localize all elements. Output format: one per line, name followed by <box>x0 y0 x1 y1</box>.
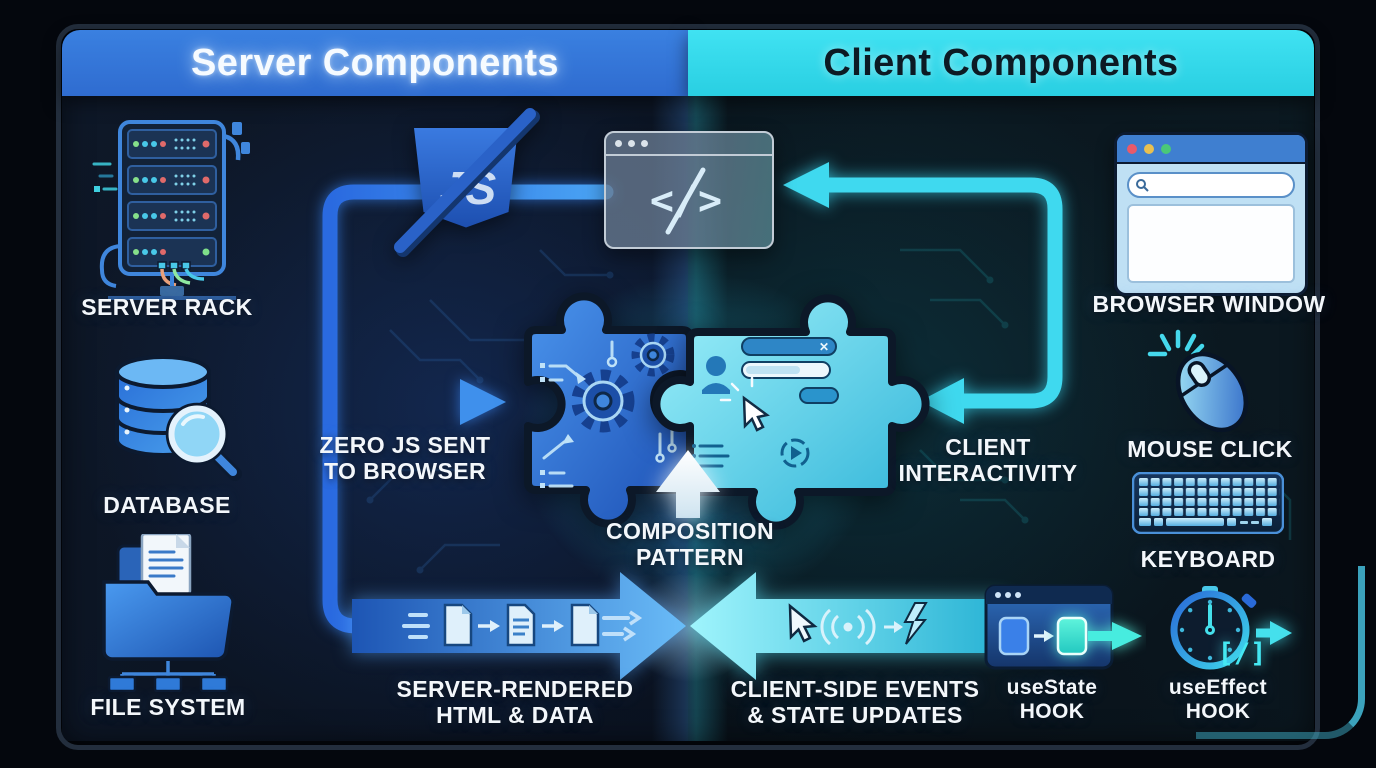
outer-frame <box>56 24 1320 750</box>
browser-search-bar <box>1127 172 1295 198</box>
server-rack-label: SERVER RACK <box>81 294 253 320</box>
useeffect-icon: [/] <box>1170 586 1292 670</box>
client-events-label: CLIENT-SIDE EVENTS & STATE UPDATES <box>730 676 980 728</box>
client-header-title: Client Components <box>823 41 1179 84</box>
mouse-click-label: MOUSE CLICK <box>1127 436 1293 462</box>
search-icon <box>1136 179 1149 192</box>
useeffect-hook-label: useEffect HOOK <box>1169 676 1267 724</box>
window-dot-yellow <box>1144 143 1154 154</box>
server-header: Server Components <box>62 30 688 96</box>
window-dot-green <box>1161 143 1171 154</box>
server-rack-icon <box>92 120 250 300</box>
mouse-click-icon <box>1147 329 1249 433</box>
database-icon <box>115 355 242 481</box>
usestate-name: useState <box>1006 676 1098 699</box>
code-window-titlebar <box>606 133 772 156</box>
useeffect-suffix: HOOK <box>1185 700 1251 723</box>
browser-titlebar <box>1117 135 1305 164</box>
usestate-icon <box>984 584 1142 670</box>
usestate-suffix: HOOK <box>1019 700 1085 723</box>
corner-accent-line <box>1196 566 1365 739</box>
database-label: DATABASE <box>103 492 231 518</box>
browser-window-label: BROWSER WINDOW <box>1092 291 1326 317</box>
effect-brackets-glyph: [/] <box>1218 638 1267 669</box>
window-dot <box>615 140 622 147</box>
usestate-hook-label: useState HOOK <box>1007 676 1098 724</box>
keyboard-label: KEYBOARD <box>1140 546 1276 572</box>
window-dot <box>641 140 648 147</box>
zero-js-label: ZERO JS SENT TO BROWSER <box>319 432 491 484</box>
file-system-icon <box>102 534 235 692</box>
server-header-title: Server Components <box>191 41 559 84</box>
server-rendered-label: SERVER-RENDERED HTML & DATA <box>396 676 634 728</box>
window-dot <box>628 140 635 147</box>
code-window-icon: </> <box>604 131 774 249</box>
window-dot-red <box>1127 143 1137 154</box>
useeffect-name: useEffect <box>1168 676 1268 699</box>
client-header: Client Components <box>688 30 1314 96</box>
code-glyph: </> <box>650 167 722 235</box>
browser-content <box>1127 204 1295 283</box>
file-system-label: FILE SYSTEM <box>90 694 246 720</box>
composition-pattern-label: COMPOSITION PATTERN <box>606 518 774 570</box>
client-interactivity-label: CLIENT INTERACTIVITY <box>898 434 1078 486</box>
browser-window-icon <box>1114 132 1308 296</box>
keyboard-icon <box>1132 472 1284 534</box>
